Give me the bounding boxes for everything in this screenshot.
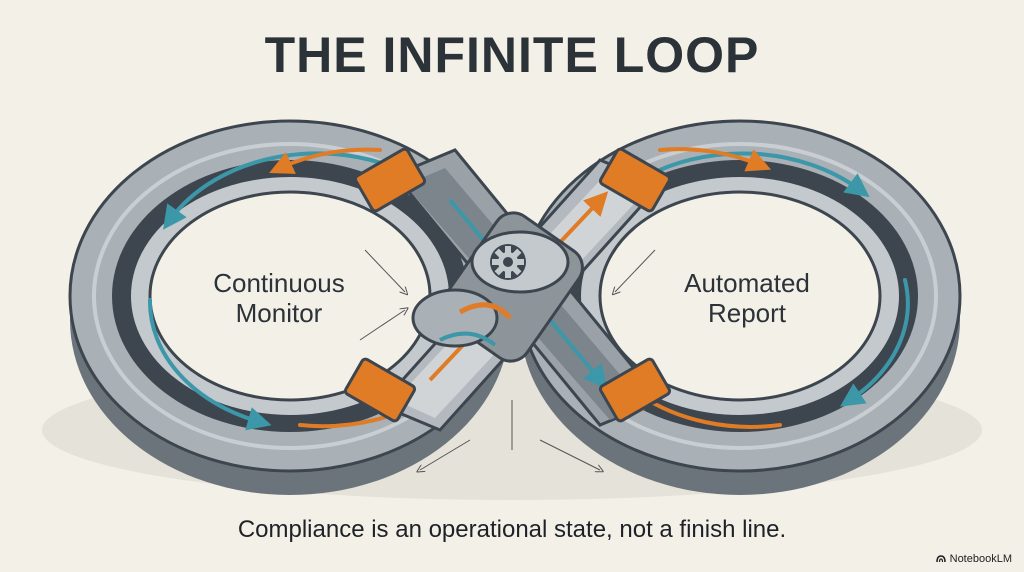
watermark-text: NotebookLM: [949, 553, 1012, 565]
left-label-line-2: Monitor: [235, 298, 323, 328]
left-label-line-1: Continuous: [213, 268, 345, 298]
pointer-lines: [359, 249, 656, 470]
right-loop-label: Automated Report: [647, 268, 847, 328]
right-label-line-1: Automated: [684, 268, 810, 298]
notebooklm-logo-icon: [935, 555, 946, 563]
right-label-line-2: Report: [707, 298, 787, 328]
orange-clamps: [343, 147, 672, 423]
left-loop-label: Continuous Monitor: [179, 268, 379, 328]
caption: Compliance is an operational state, not …: [237, 516, 787, 543]
gear-icon: [490, 244, 526, 280]
diagram-title: THE INFINITE LOOP: [264, 27, 760, 83]
notebooklm-watermark: NotebookLM: [935, 553, 1012, 565]
